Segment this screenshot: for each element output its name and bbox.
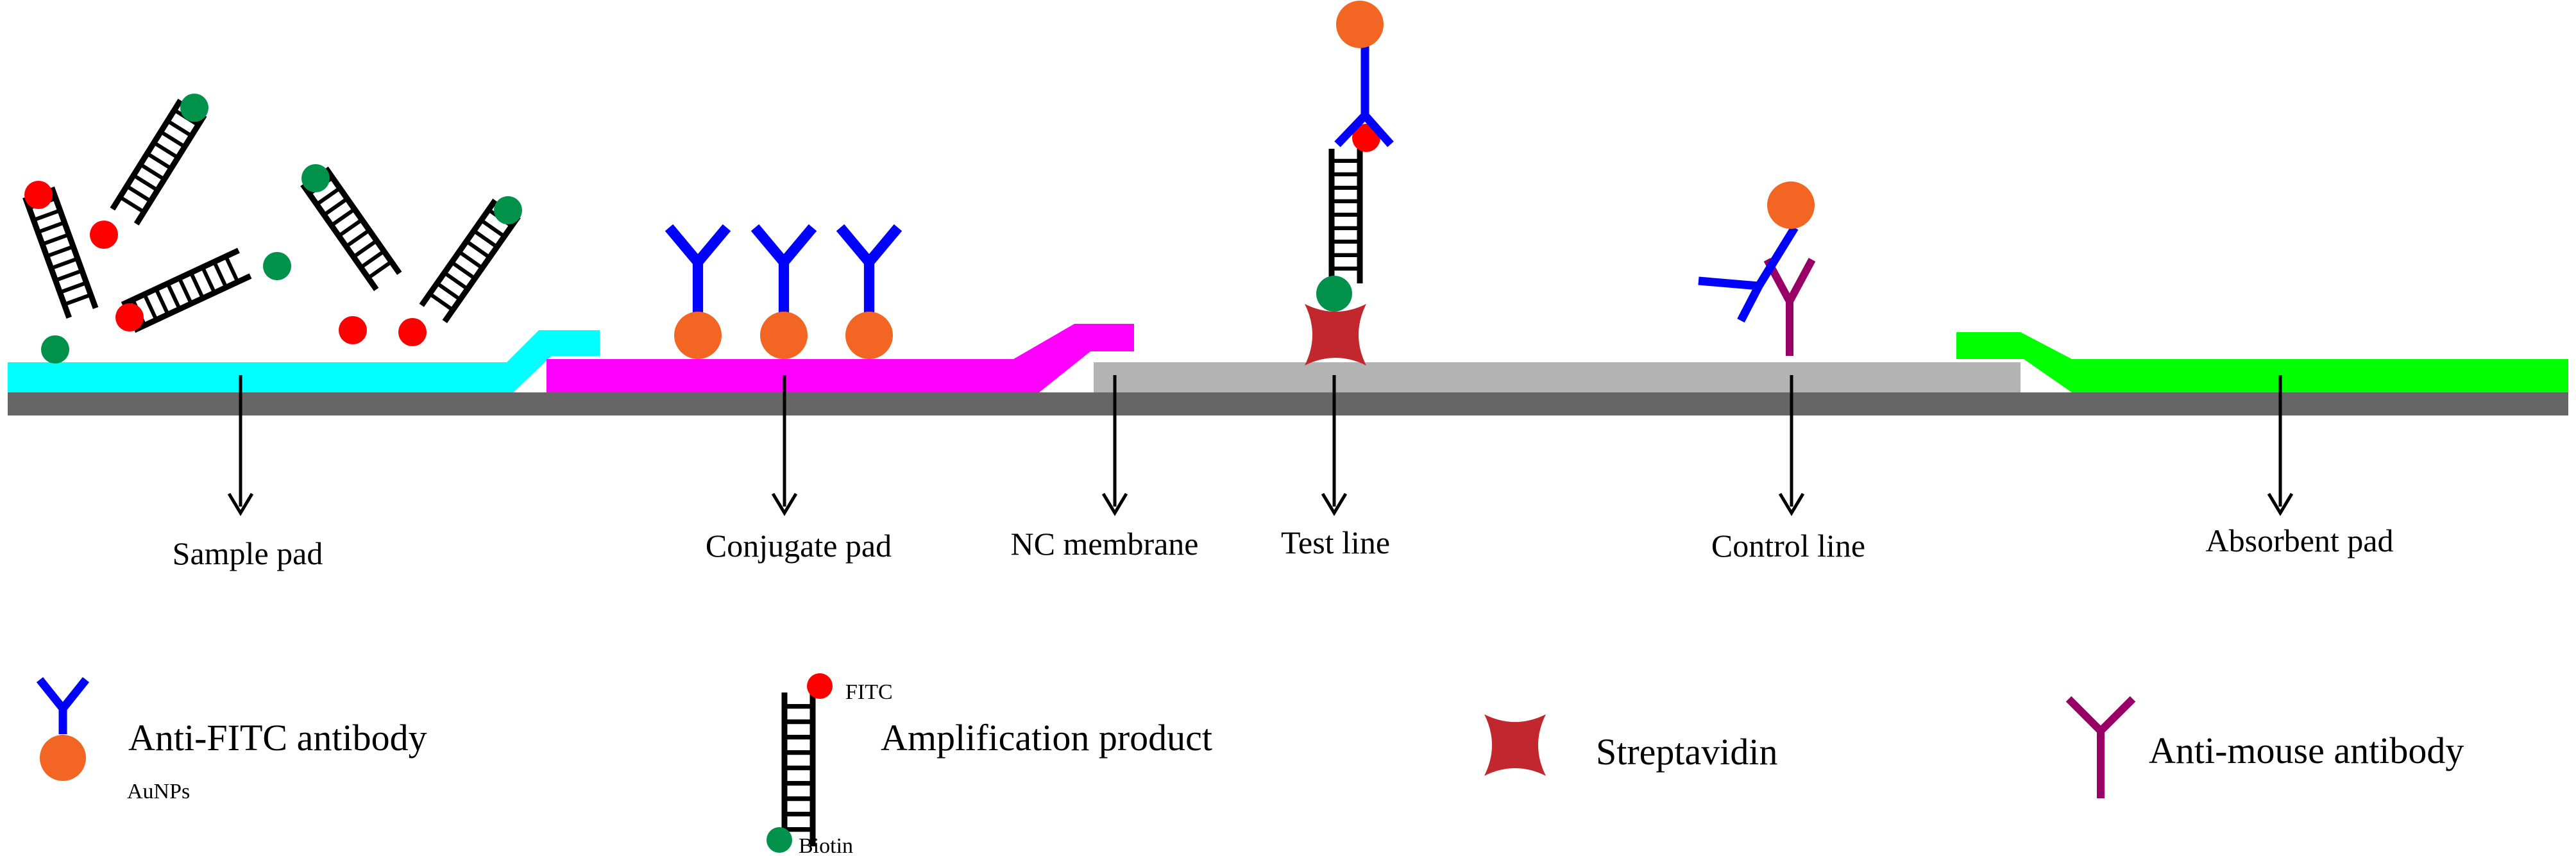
strip-arrowheads — [227, 492, 2294, 516]
legend-streptavidin-label: Streptavidin — [1596, 731, 1778, 773]
label-absorbent-pad: Absorbent pad — [2206, 523, 2394, 558]
legend-aunps-label: AuNPs — [127, 780, 190, 803]
backing-layer — [8, 392, 2568, 415]
label-sample-pad: Sample pad — [173, 535, 323, 571]
sample-pad — [8, 330, 600, 392]
label-conjugate-pad: Conjugate pad — [706, 528, 892, 564]
legend-fitc-label: FITC — [845, 680, 893, 704]
label-nc-membrane: NC membrane — [1011, 526, 1199, 562]
legend-streptavidin-icon — [1484, 714, 1546, 776]
legend-biotin-label: Biotin — [799, 834, 853, 856]
control-line-complex — [1698, 181, 1816, 356]
legend-anti-mouse-icon — [2065, 696, 2136, 798]
legend-anti-mouse-label: Anti-mouse antibody — [2149, 730, 2464, 771]
legend-anti-fitc-label: Anti-FITC antibody — [128, 717, 427, 759]
test-line-complex — [1305, 1, 1394, 365]
test-strip — [8, 324, 2568, 415]
label-control-line: Control line — [1711, 528, 1865, 564]
legend-anti-fitc-icon — [36, 676, 90, 781]
absorbent-pad — [1956, 332, 2568, 392]
strip-arrows — [239, 375, 2282, 507]
label-test-line: Test line — [1281, 525, 1390, 560]
conjugate-pad-antibodies — [669, 228, 898, 359]
nc-membrane — [1094, 362, 2021, 392]
sample-pad-amplification-products — [24, 94, 522, 364]
conjugate-pad — [547, 324, 1134, 392]
legend-amplification-label: Amplification product — [881, 717, 1212, 759]
legend-amplification-icon — [767, 673, 833, 853]
legend: Anti-FITC antibody AuNPs FITC Amplificat… — [36, 673, 2464, 856]
